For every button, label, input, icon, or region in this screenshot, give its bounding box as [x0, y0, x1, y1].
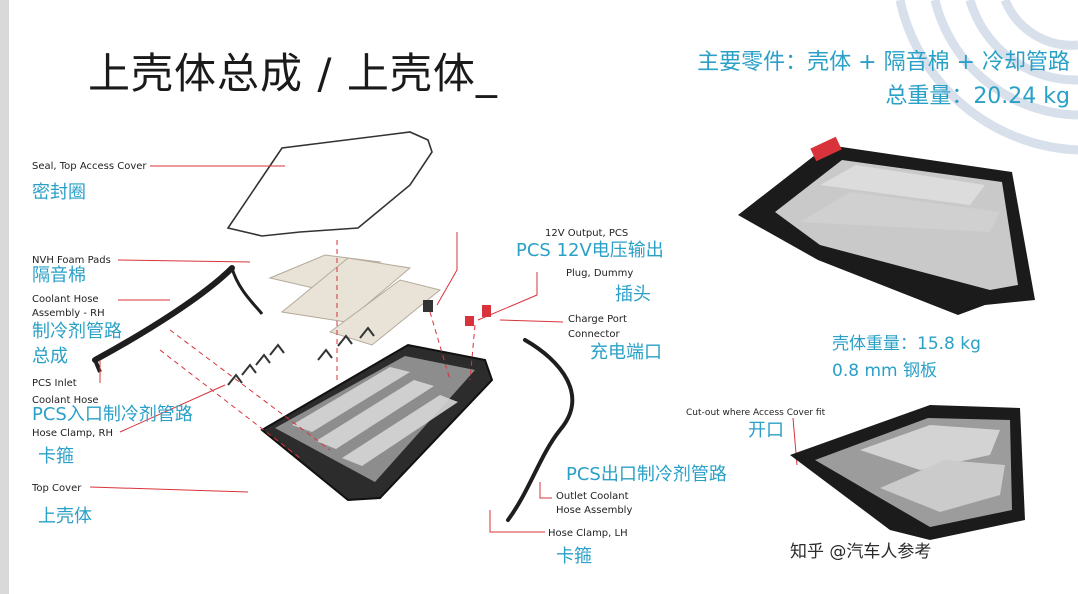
- label-top-cover-cn: 上壳体: [38, 506, 92, 527]
- label-coolant-1: Coolant Hose: [32, 294, 99, 305]
- label-plug-cn: 插头: [615, 284, 651, 305]
- label-hose-lh: Hose Clamp, LH: [548, 528, 628, 539]
- left-edge-bar: [0, 0, 9, 594]
- label-12v: 12V Output, PCS: [545, 228, 629, 239]
- label-top-cover: Top Cover: [32, 483, 82, 494]
- label-pcs-inlet-cn: PCS入口制冷剂管路: [32, 404, 193, 425]
- label-plug: Plug, Dummy: [566, 268, 634, 279]
- page-title: 上壳体总成 / 上壳体_: [88, 49, 498, 98]
- charge-port: [482, 305, 491, 317]
- nvh-foam-pads: [268, 254, 442, 346]
- steel-spec-text: 0.8 mm 钢板: [832, 361, 937, 381]
- pcs-12v-output: [423, 300, 433, 312]
- label-outlet-2: Hose Assembly: [556, 505, 633, 516]
- leader-lines: [89, 165, 798, 533]
- coolant-hose-rh: [92, 265, 235, 363]
- label-coolant-cn1: 制冷剂管路: [32, 321, 122, 342]
- hose-clamps: [227, 326, 375, 386]
- label-pcs-outlet-cn: PCS出口制冷剂管路: [566, 464, 727, 485]
- label-12v-cn: PCS 12V电压输出: [516, 240, 664, 261]
- corner-decoration: [895, 0, 1078, 155]
- label-hose-lh-cn: 卡箍: [556, 546, 592, 567]
- label-nvh-cn: 隔音棉: [32, 265, 86, 286]
- label-charge-1: Charge Port: [568, 314, 627, 325]
- label-pcs-inlet-2: Coolant Hose: [32, 395, 99, 406]
- zhihu-watermark: 知乎 @汽车人参考: [790, 542, 932, 562]
- label-hose-rh: Hose Clamp, RH: [32, 428, 113, 439]
- top-cover-tray: [260, 343, 494, 502]
- shell-weight-text: 壳体重量：15.8 kg: [832, 334, 981, 354]
- label-seal: Seal, Top Access Cover: [32, 161, 147, 172]
- label-cutout-cn: 开口: [748, 420, 784, 441]
- label-seal-cn: 密封圈: [32, 182, 86, 203]
- label-charge-cn: 充电端口: [590, 342, 662, 363]
- seal-ring: [226, 131, 433, 237]
- label-hose-rh-cn: 卡箍: [38, 446, 74, 467]
- main-parts-text: 主要零件：壳体 + 隔音棉 + 冷却管路: [697, 50, 1070, 75]
- label-pcs-inlet-1: PCS Inlet: [32, 378, 77, 389]
- outlet-coolant-hose: [506, 338, 575, 522]
- label-outlet-1: Outlet Coolant: [556, 491, 629, 502]
- label-coolant-2: Assembly - RH: [32, 308, 105, 319]
- label-charge-2: Connector: [568, 329, 620, 340]
- total-weight-text: 总重量：20.24 kg: [885, 84, 1070, 109]
- label-cutout: Cut-out where Access Cover fit: [686, 408, 826, 418]
- label-coolant-cn2: 总成: [32, 346, 68, 367]
- assembled-case-photo: [738, 136, 1035, 315]
- label-nvh: NVH Foam Pads: [32, 255, 111, 266]
- cutout-case-photo: [790, 405, 1025, 540]
- dummy-plug: [465, 316, 474, 326]
